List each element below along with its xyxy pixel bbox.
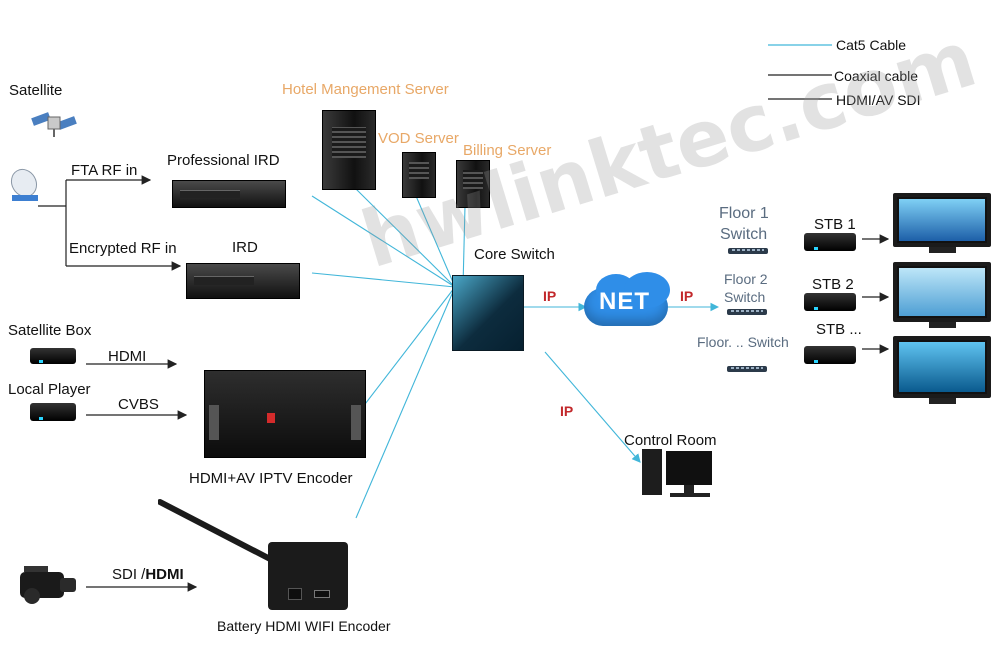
stb3-device — [804, 346, 856, 364]
satellite-label: Satellite — [9, 82, 63, 99]
stb2-label: STB 2 — [812, 276, 854, 293]
ird-label: IRD — [232, 239, 258, 256]
professional-ird-device — [172, 180, 286, 208]
legend-hdmi-av-sdi-label: HDMI/AV SDI — [836, 92, 921, 108]
sdi-hdmi-link-label: SDI /HDMI — [112, 567, 184, 582]
core-switch-device — [452, 275, 524, 351]
control-room-label: Control Room — [624, 432, 717, 449]
tv2-icon — [893, 262, 991, 328]
satellite-box-device — [30, 348, 76, 364]
wifi-encoder-device — [268, 542, 348, 610]
ip-label-control: IP — [560, 403, 574, 419]
legend-cat5-label: Cat5 Cable — [836, 37, 907, 53]
cvbs-link-label: CVBS — [118, 396, 159, 413]
billing-server-label: Billing Server — [463, 142, 552, 159]
stb3-label: STB ... — [816, 321, 862, 338]
floor1-label-line1: Floor 1 — [719, 205, 769, 222]
control-room-pc-icon — [642, 449, 712, 497]
hdmi-link-label: HDMI — [108, 348, 147, 365]
sdi-text: SDI / — [112, 566, 146, 583]
vod-server-device — [402, 152, 436, 198]
ip-label-core: IP — [543, 288, 557, 304]
stb2-device — [804, 293, 856, 311]
hdmi-text: HDMI — [145, 566, 184, 583]
hotel-server-device — [322, 110, 376, 190]
professional-ird-label: Professional IRD — [167, 152, 280, 169]
vod-server-label: VOD Server — [378, 130, 459, 147]
satellite-icon — [31, 112, 77, 137]
legend-coaxial-label: Coaxial cable — [834, 68, 919, 84]
tv3-icon — [893, 336, 991, 404]
wifi-antenna-icon — [158, 499, 275, 563]
ip-label-net: IP — [680, 288, 694, 304]
floor1-switch-device — [728, 248, 768, 254]
stb1-label: STB 1 — [814, 216, 856, 233]
cat5-lines — [311, 187, 720, 519]
net-label: NET — [599, 288, 650, 315]
encrypted-rf-in-label: Encrypted RF in — [69, 240, 177, 257]
hdmi-av-encoder-label: HDMI+AV IPTV Encoder — [189, 470, 353, 487]
floor1-label-line2: Switch — [720, 226, 768, 243]
satellite-box-label: Satellite Box — [8, 322, 92, 339]
floor2-label-line1: Floor 2 — [724, 271, 768, 287]
net-cloud-icon — [584, 272, 670, 326]
rf-lines — [38, 175, 890, 592]
floor2-switch-device — [727, 309, 767, 315]
satellite-dish-icon — [10, 168, 38, 201]
camcorder-icon — [20, 566, 76, 604]
hdmi-av-encoder-device — [204, 370, 366, 458]
fta-rf-in-label: FTA RF in — [71, 162, 138, 179]
local-player-label: Local Player — [8, 381, 91, 398]
floor-n-label: Floor. .. Switch — [697, 334, 789, 350]
billing-server-device — [456, 160, 490, 208]
stb1-device — [804, 233, 856, 251]
floor-n-switch-device — [727, 366, 767, 372]
floor2-label-line2: Switch — [724, 289, 766, 305]
ird-device — [186, 263, 300, 299]
tv1-icon — [893, 193, 991, 253]
hotel-server-label: Hotel Mangement Server — [282, 81, 449, 98]
wifi-encoder-label: Battery HDMI WIFI Encoder — [217, 618, 391, 634]
local-player-device — [30, 403, 76, 421]
core-switch-label: Core Switch — [474, 246, 555, 263]
